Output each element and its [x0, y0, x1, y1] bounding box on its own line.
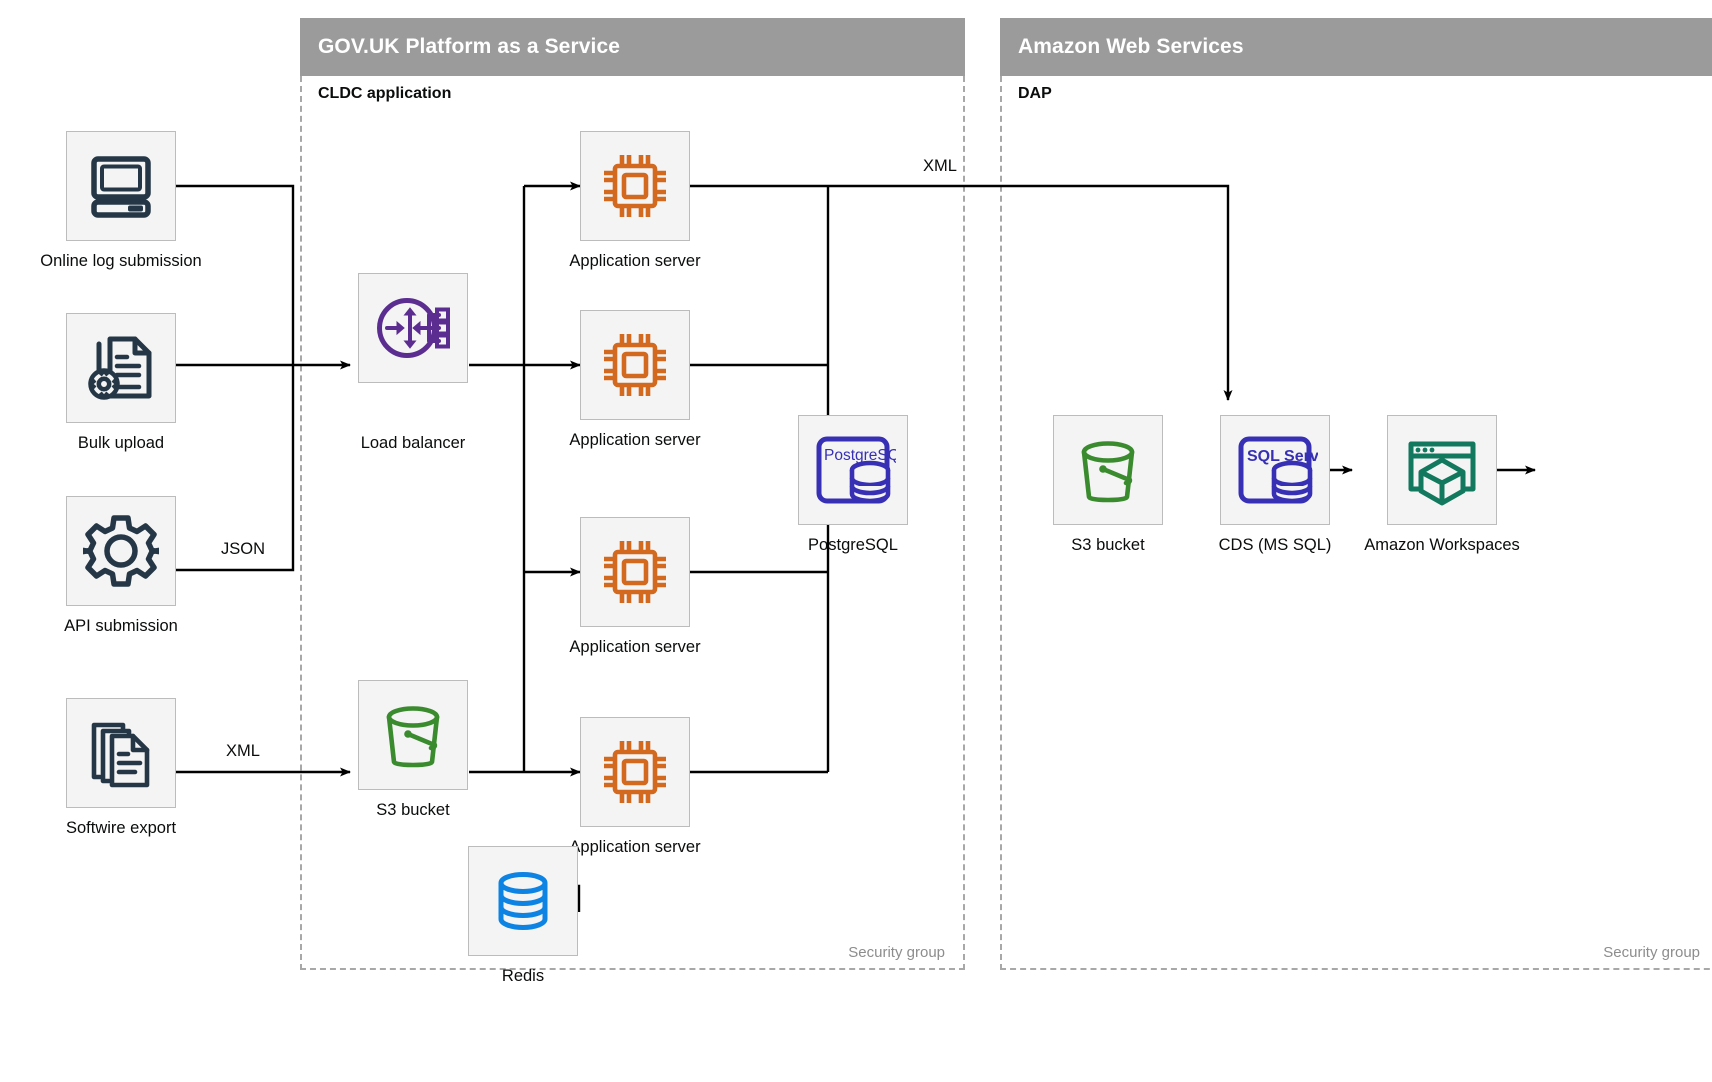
cpu-chip-icon	[596, 326, 674, 404]
node-label-cds-ms-sql: CDS (MS SQL)	[1218, 536, 1332, 554]
node-label-bulk-upload: Bulk upload	[77, 434, 165, 452]
cpu-chip-icon	[596, 533, 674, 611]
node-label-api-submission: API submission	[64, 617, 178, 635]
amazon-workspaces-icon	[1402, 431, 1482, 509]
node-label-softwire-export: Softwire export	[65, 819, 177, 837]
node-app-server-4[interactable]	[580, 717, 690, 827]
group-header-paas: GOV.UK Platform as a Service	[300, 18, 965, 76]
document-gear-icon	[83, 330, 159, 406]
node-online-log-submission[interactable]	[66, 131, 176, 241]
node-redis[interactable]	[468, 846, 578, 956]
group-title-paas: GOV.UK Platform as a Service	[318, 35, 620, 58]
cpu-chip-icon	[596, 733, 674, 811]
node-label-amazon-workspaces: Amazon Workspaces	[1364, 536, 1520, 554]
redis-database-icon	[486, 864, 560, 938]
cpu-chip-icon	[596, 147, 674, 225]
node-label-s3-bucket-paas: S3 bucket	[376, 801, 450, 819]
gear-icon	[83, 513, 159, 589]
node-label-app-server-2: Application server	[569, 431, 701, 449]
node-label-postgresql: PostgreSQL	[808, 536, 898, 554]
node-load-balancer[interactable]	[358, 273, 468, 383]
postgresql-icon-text: PostgreSQL	[824, 447, 896, 464]
node-app-server-2[interactable]	[580, 310, 690, 420]
node-s3-bucket-aws[interactable]	[1053, 415, 1163, 525]
node-app-server-3[interactable]	[580, 517, 690, 627]
node-label-redis: Redis	[501, 967, 545, 985]
desktop-computer-icon	[83, 148, 159, 224]
security-group-aws	[1000, 76, 1712, 970]
subgroup-label-cldc: CLDC application	[318, 85, 452, 102]
postgresql-icon: PostgreSQL	[810, 430, 896, 510]
node-softwire-export[interactable]	[66, 698, 176, 808]
group-header-aws: Amazon Web Services	[1000, 18, 1712, 76]
node-s3-bucket-paas[interactable]	[358, 680, 468, 790]
security-group-paas	[300, 76, 965, 970]
node-label-app-server-3: Application server	[569, 638, 701, 656]
node-cds-ms-sql[interactable]: SQL Server	[1220, 415, 1330, 525]
node-label-s3-bucket-aws: S3 bucket	[1071, 536, 1145, 554]
group-title-aws: Amazon Web Services	[1018, 35, 1244, 58]
node-bulk-upload[interactable]	[66, 313, 176, 423]
node-label-load-balancer: Load balancer	[360, 434, 466, 452]
documents-stack-icon	[83, 715, 159, 791]
s3-bucket-icon	[1069, 431, 1147, 509]
node-postgresql[interactable]: PostgreSQL	[798, 415, 908, 525]
load-balancer-icon	[373, 288, 453, 368]
edge-label-xml-softwire: XML	[226, 742, 260, 760]
edge-label-json: JSON	[220, 540, 266, 558]
node-amazon-workspaces[interactable]	[1387, 415, 1497, 525]
security-group-label-paas: Security group	[848, 944, 945, 961]
node-label-app-server-4: Application server	[569, 838, 701, 856]
edge-label-xml-dap: XML	[923, 157, 957, 175]
sql-server-icon: SQL Server	[1232, 430, 1318, 510]
node-api-submission[interactable]	[66, 496, 176, 606]
node-label-online-log-submission: Online log submission	[40, 252, 202, 270]
node-app-server-1[interactable]	[580, 131, 690, 241]
node-label-app-server-1: Application server	[569, 252, 701, 270]
s3-bucket-icon	[374, 696, 452, 774]
security-group-label-aws: Security group	[1603, 944, 1700, 961]
subgroup-label-dap: DAP	[1018, 85, 1052, 102]
sql-server-icon-text: SQL Server	[1247, 448, 1318, 465]
